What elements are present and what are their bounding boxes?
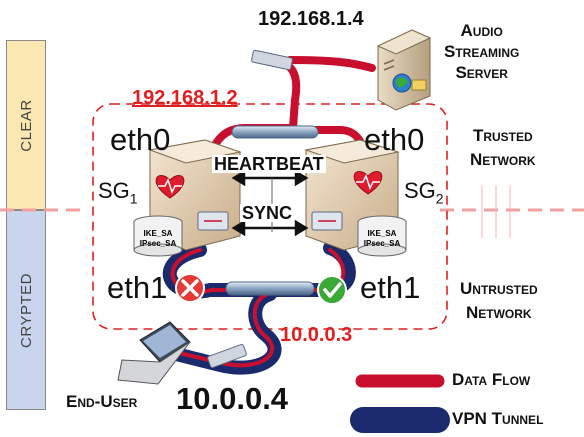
data-flow-to-server [286,56,376,72]
sg1-label: SG1 [98,178,138,207]
cluster-ip-label: 192.168.1.2 [132,87,238,109]
laptop-icon [117,321,191,385]
sg2-sa-store-icon [357,215,407,257]
crypted-zone-band: CRYPTED [6,210,46,410]
sg2-label: SG2 [404,178,444,207]
untrusted-segment-pipe [225,281,315,296]
cluster-boundary [92,103,448,330]
data-flow-lower [170,248,346,294]
heartbeat-arrow [231,169,309,187]
server-icon [376,29,432,111]
sg2-ok-icon [317,275,347,305]
clear-zone-band: CLEAR [6,40,46,210]
sync-arrows-decor [481,185,511,238]
sg1-fail-icon [175,273,205,303]
trusted-segment-pipe [231,125,319,139]
bottom-switch-icon [207,343,247,369]
server-ip-label: 192.168.1.4 [258,8,364,30]
sg1-eth1-label: eth1 [107,270,168,305]
sg2-eth1-label: eth1 [360,270,421,305]
sg1-sa-store-icon [133,215,183,257]
legend-vpn-tunnel-label: VPN Tunnel [452,409,544,428]
end-user-label: End-User [66,392,138,411]
sg2-eth0-label: eth0 [364,122,425,157]
sync-label: SYNC [240,203,295,223]
data-flow-down [160,292,274,368]
sg1-eth0-label: eth0 [110,122,171,157]
heartbeat-label: HEARTBEAT [212,154,326,174]
enduser-ip-label: 10.0.0.4 [176,381,289,416]
top-switch-icon [251,49,293,71]
sync-arrow [231,219,309,237]
inner-ip-label: 10.0.0.3 [280,324,353,346]
legend-data-flow-label: Data Flow [452,370,531,389]
